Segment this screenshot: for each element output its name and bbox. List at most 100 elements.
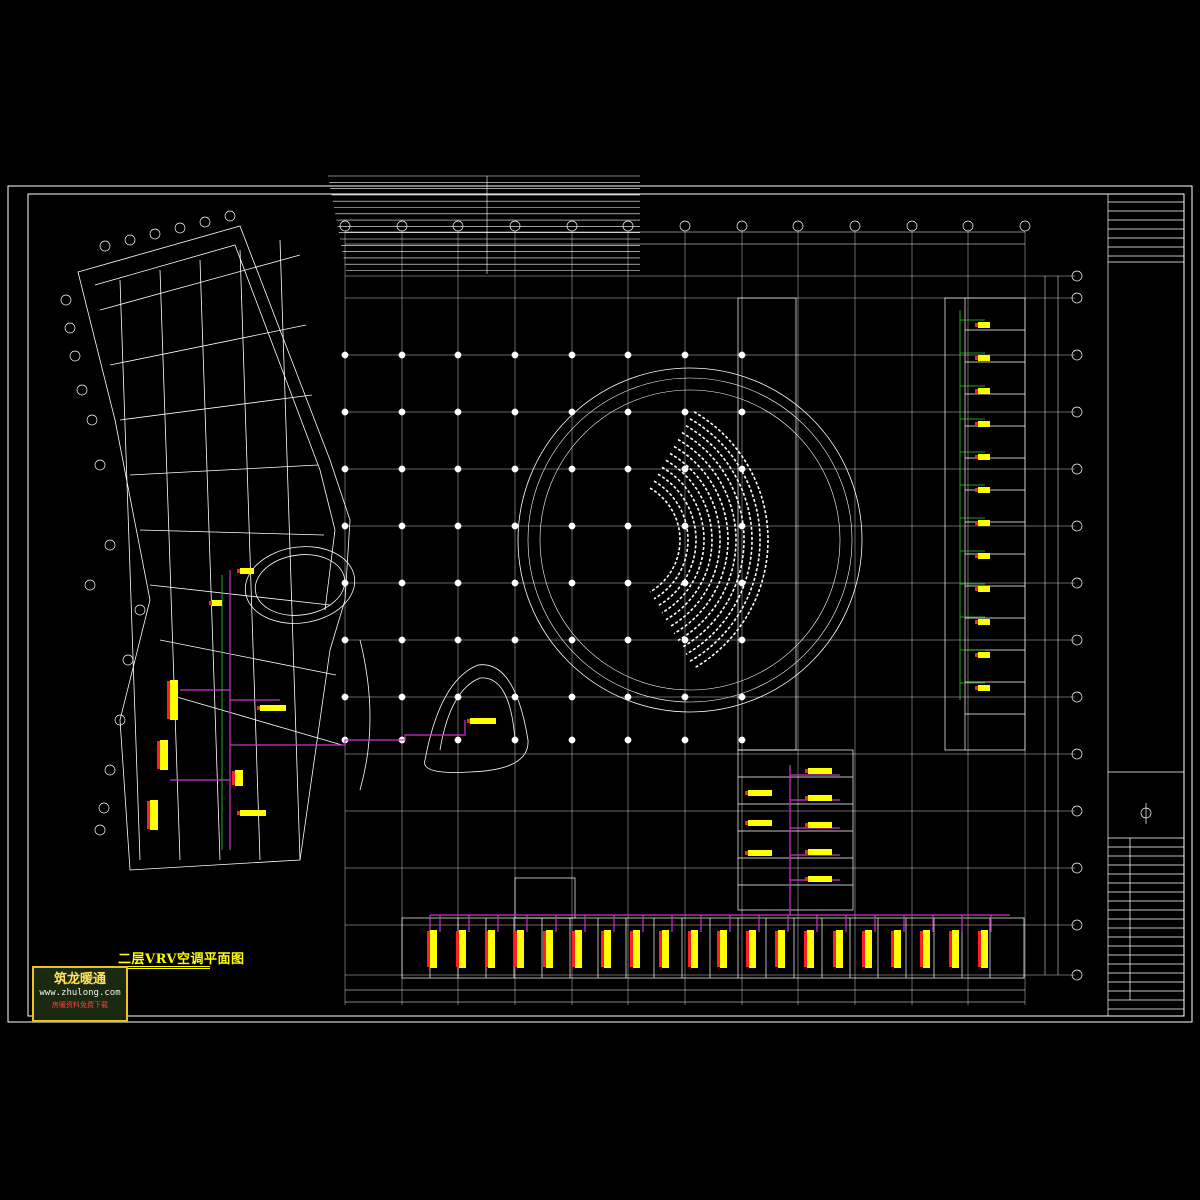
outer-frame: [7, 185, 1193, 1023]
unit-valve: [975, 323, 978, 327]
seat-row: [677, 438, 737, 642]
column-marker: [568, 351, 576, 359]
column-marker: [398, 693, 406, 701]
unit-valve: [745, 851, 748, 855]
wing-grid-line: [199, 259, 221, 861]
axis-bubble-icon: [566, 220, 578, 232]
axis-bubble-icon: [792, 220, 804, 232]
column-marker: [624, 408, 632, 416]
indoor-unit-icon: [147, 800, 158, 830]
axis-bubble-icon: [679, 220, 691, 232]
unit-body: [160, 740, 168, 770]
indoor-unit-icon: [601, 930, 611, 968]
indoor-unit-icon: [514, 930, 524, 968]
unit-body: [150, 800, 158, 830]
wing-grid-line: [119, 279, 141, 861]
indoor-unit-icon: [975, 355, 990, 361]
unit-body: [978, 355, 990, 361]
column-marker: [398, 522, 406, 530]
axis-bubble-icon: [64, 322, 76, 334]
title-underline: [118, 966, 210, 967]
indoor-unit-icon: [805, 849, 832, 855]
axis-bubble-icon: [1071, 634, 1083, 646]
drain-piping: [221, 310, 985, 850]
unit-body: [240, 810, 266, 816]
unit-valve: [427, 931, 430, 967]
unit-body: [430, 930, 437, 968]
column-marker: [624, 636, 632, 644]
axis-bubble-icon: [1071, 748, 1083, 760]
indoor-unit-icon: [572, 930, 582, 968]
column-marker: [341, 351, 349, 359]
unit-valve: [805, 796, 808, 800]
axis-bubble-icon: [509, 220, 521, 232]
wing-grid-line: [159, 269, 181, 861]
indoor-unit-icon: [745, 820, 772, 826]
unit-valve: [975, 356, 978, 360]
wing-grid-line: [99, 254, 301, 311]
unit-body: [778, 930, 785, 968]
wing-grid-line: [169, 694, 343, 746]
seat-row: [653, 480, 689, 600]
unit-valve: [891, 931, 894, 967]
unit-body: [978, 388, 990, 394]
column-marker: [568, 579, 576, 587]
column-marker: [398, 408, 406, 416]
column-marker: [624, 522, 632, 530]
indoor-unit-icon: [975, 586, 990, 592]
refrigerant-piping: [170, 570, 1010, 932]
unit-valve: [659, 931, 662, 967]
axis-bubble-icon: [76, 384, 88, 396]
axis-bubble-icon: [452, 220, 464, 232]
column-marker: [568, 736, 576, 744]
axis-bubble-icon: [98, 802, 110, 814]
unit-body: [865, 930, 872, 968]
axis-bubble-icon: [1071, 919, 1083, 931]
unit-body: [691, 930, 698, 968]
unit-body: [836, 930, 843, 968]
unit-valve: [456, 931, 459, 967]
indoor-unit-icon: [805, 768, 832, 774]
wing-grid-line: [279, 239, 301, 861]
unit-body: [978, 619, 990, 625]
auditorium: [517, 367, 863, 713]
wing-grid-line: [159, 639, 337, 676]
column-marker: [511, 636, 519, 644]
unit-valve: [485, 931, 488, 967]
indoor-unit-icon: [978, 930, 988, 968]
drawing-title: 二层VRV空调平面图: [118, 952, 245, 967]
unit-valve: [975, 422, 978, 426]
column-marker: [398, 351, 406, 359]
indoor-unit-icon: [237, 810, 266, 816]
column-marker: [398, 465, 406, 473]
triangle-lobby: [424, 664, 529, 773]
indoor-unit-icon: [975, 553, 990, 559]
indoor-unit-icon: [157, 740, 168, 770]
unit-body: [488, 930, 495, 968]
axis-bubble-icon: [736, 220, 748, 232]
unit-body: [978, 487, 990, 493]
left-wing: [77, 225, 351, 871]
unit-valve: [514, 931, 517, 967]
axis-bubble-icon: [962, 220, 974, 232]
unit-valve: [157, 741, 160, 769]
axis-bubble-icon: [94, 824, 106, 836]
unit-valve: [601, 931, 604, 967]
axis-bubble-icon: [94, 459, 106, 471]
axis-bubble-icon: [86, 414, 98, 426]
seat-row: [661, 466, 705, 614]
unit-valve: [237, 811, 240, 815]
wing-grid-line: [119, 394, 313, 421]
seat-row: [657, 473, 697, 607]
axis-bubble-icon: [1071, 292, 1083, 304]
unit-body: [978, 553, 990, 559]
unit-body: [470, 718, 496, 724]
unit-valve: [717, 931, 720, 967]
column-marker: [398, 636, 406, 644]
unit-body: [978, 652, 990, 658]
column-marker: [568, 465, 576, 473]
axis-bubbles: [60, 210, 1083, 981]
column-marker: [738, 693, 746, 701]
axis-bubble-icon: [84, 579, 96, 591]
axis-bubble-icon: [1071, 691, 1083, 703]
